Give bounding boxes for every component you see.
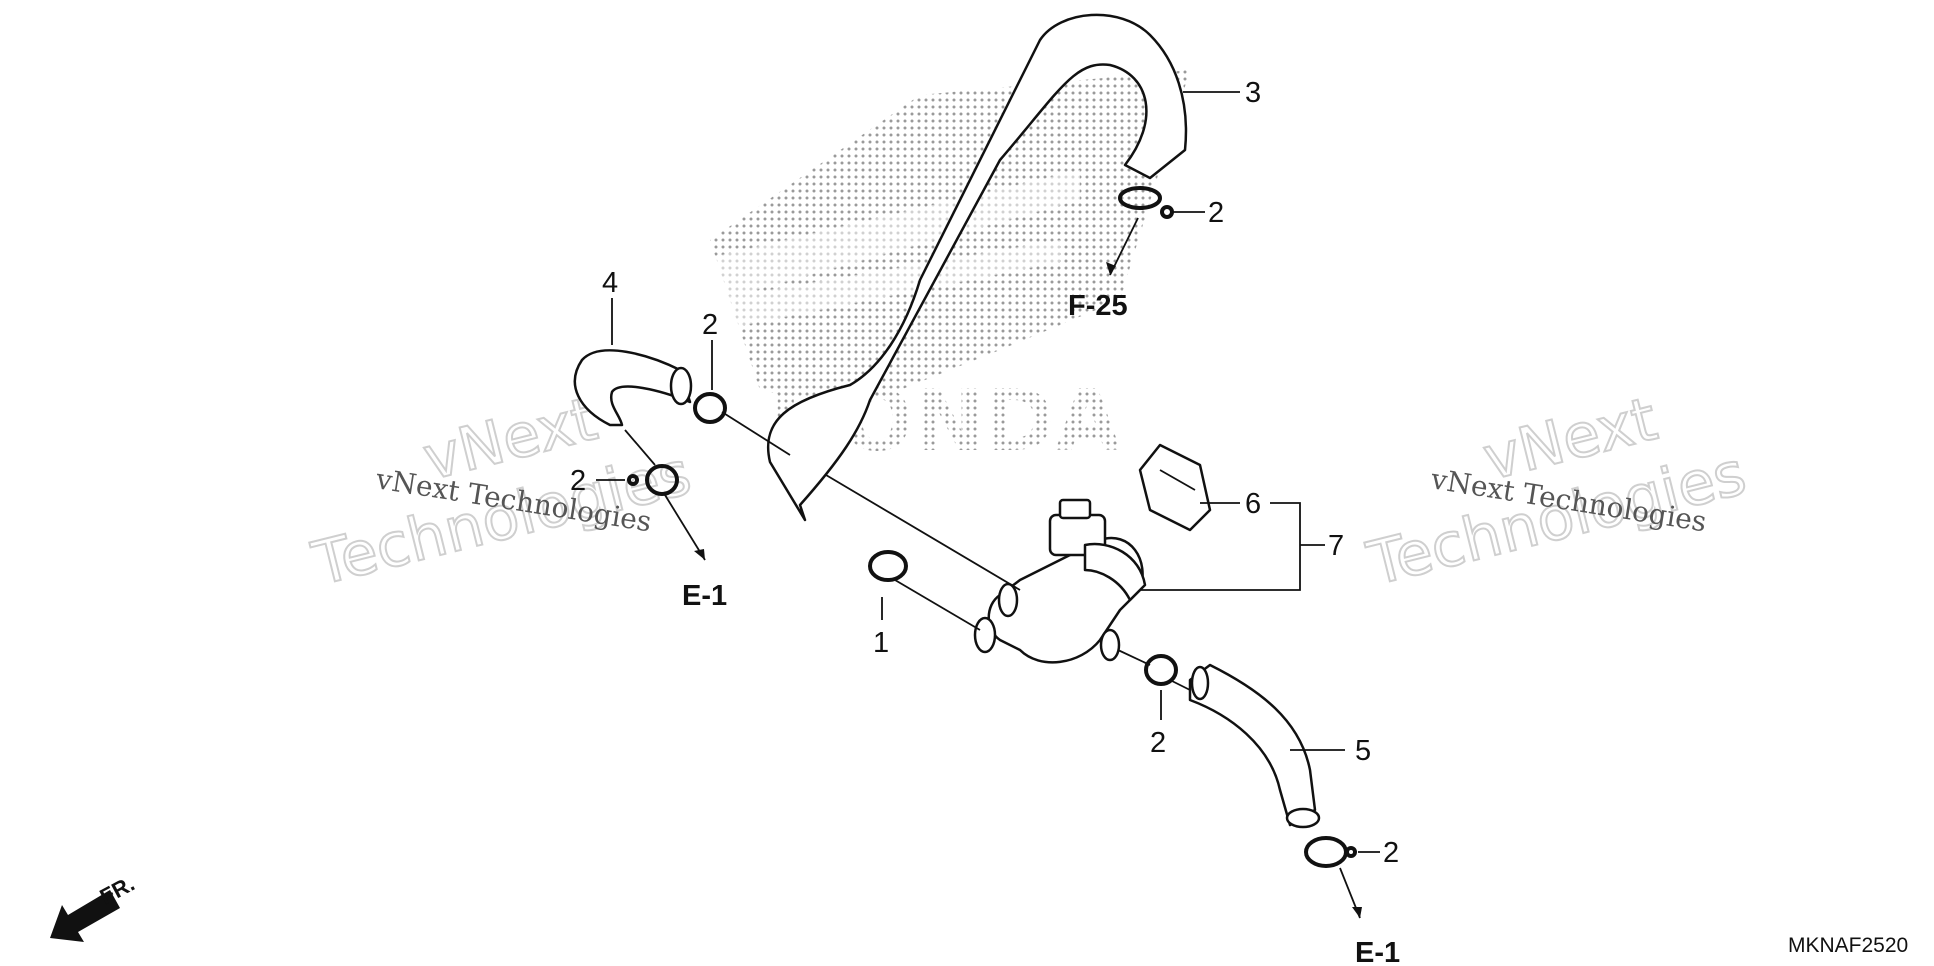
front-arrow-icon (50, 890, 120, 942)
part-5-lower-hose[interactable] (1188, 663, 1321, 829)
callout-2-lower-left: 2 (570, 465, 586, 497)
callout-2-upper-left: 2 (702, 309, 718, 341)
reference-f25[interactable]: F-25 (1068, 290, 1128, 322)
reference-e1-bottom[interactable]: E-1 (1355, 937, 1400, 966)
part-7-pair-valve-assembly[interactable] (973, 498, 1147, 664)
front-direction-indicator: FR. (50, 871, 139, 942)
callout-2-bottom: 2 (1383, 837, 1399, 869)
callout-7: 7 (1328, 530, 1344, 562)
callout-4: 4 (602, 267, 618, 299)
part-6-valve-cover[interactable] (1138, 443, 1212, 532)
callout-labels: 3 2 4 2 2 1 2 5 2 6 7 (570, 77, 1399, 869)
part-2-clamp-bottom[interactable] (1304, 836, 1357, 868)
reference-e1-left[interactable]: E-1 (682, 580, 727, 612)
callout-5: 5 (1355, 735, 1371, 767)
part-2-clamp-upper-left[interactable] (693, 392, 727, 424)
diagram-code: MKNAF2520 (1788, 934, 1908, 957)
part-2-clamp-center[interactable] (1144, 654, 1178, 686)
honda-logo-watermark: HONDA (700, 70, 1190, 471)
part-2-clamp-lower-left[interactable] (627, 464, 679, 496)
callout-2-top-right: 2 (1208, 197, 1224, 229)
callout-1: 1 (873, 627, 889, 659)
callout-6: 6 (1245, 488, 1261, 520)
part-4-elbow-hose[interactable] (573, 349, 693, 427)
callout-2-center: 2 (1150, 727, 1166, 759)
callout-3: 3 (1245, 77, 1261, 109)
watermark-right: vNext Technologies vNext Technologies (1360, 383, 1754, 601)
part-3-air-hose[interactable] (767, 13, 1188, 522)
watermark-left: vNext Technologies vNext Technologies (305, 383, 699, 601)
section-references: F-25 E-1 E-1 (682, 290, 1400, 966)
leader-lines (596, 91, 1380, 853)
part-1-clamp[interactable] (868, 550, 908, 582)
reference-arrows (664, 217, 1362, 919)
assembly-guide-lines (624, 411, 1191, 691)
